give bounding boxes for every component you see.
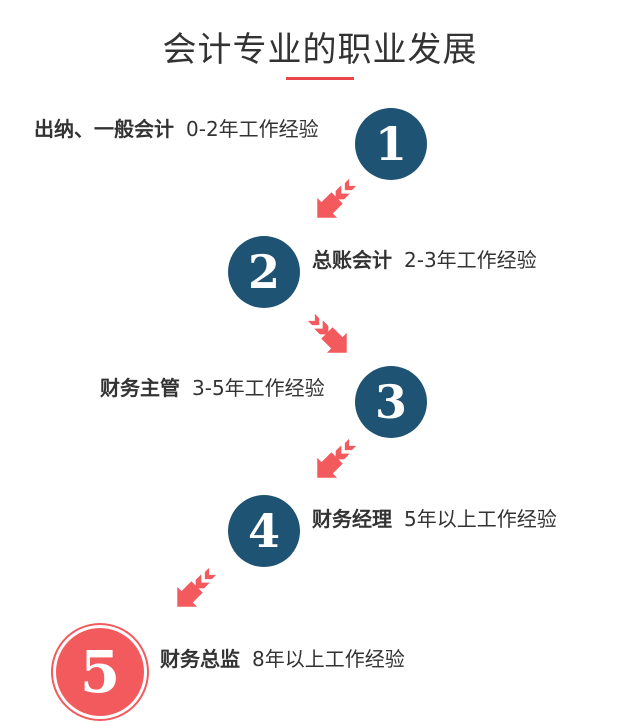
step-5-role: 财务总监 [160, 647, 240, 671]
step-5-label: 财务总监 8年以上工作经验 [160, 643, 405, 672]
title-underline [286, 77, 354, 80]
step-5-experience: 8年以上工作经验 [252, 647, 405, 671]
step-2-label: 总账会计 2-3年工作经验 [312, 244, 537, 273]
step-4-label: 财务经理 5年以上工作经验 [312, 503, 557, 532]
step-4-role: 财务经理 [312, 507, 392, 531]
step-2-experience: 2-3年工作经验 [404, 248, 537, 272]
step-4-circle: 4 [228, 495, 300, 567]
step-3-experience: 3-5年工作经验 [192, 376, 325, 400]
step-5-circle: 5 [53, 625, 147, 719]
step-1-label: 出纳、一般会计 0-2年工作经验 [34, 113, 319, 142]
step-3-role: 财务主管 [100, 376, 180, 400]
chevron-arrow-icon [317, 438, 357, 478]
step-1-role: 出纳、一般会计 [34, 117, 174, 141]
step-2-circle: 2 [228, 236, 300, 308]
step-3-label: 财务主管 3-5年工作经验 [100, 372, 325, 401]
step-2-role: 总账会计 [312, 248, 392, 272]
step-1-experience: 0-2年工作经验 [186, 117, 319, 141]
chevron-arrow-icon [307, 313, 347, 353]
chevron-arrow-icon [317, 178, 357, 218]
chevron-arrow-icon [177, 567, 217, 607]
step-1-circle: 1 [355, 108, 427, 180]
page-title: 会计专业的职业发展 [162, 30, 478, 70]
step-4-experience: 5年以上工作经验 [404, 507, 557, 531]
step-3-circle: 3 [355, 366, 427, 438]
